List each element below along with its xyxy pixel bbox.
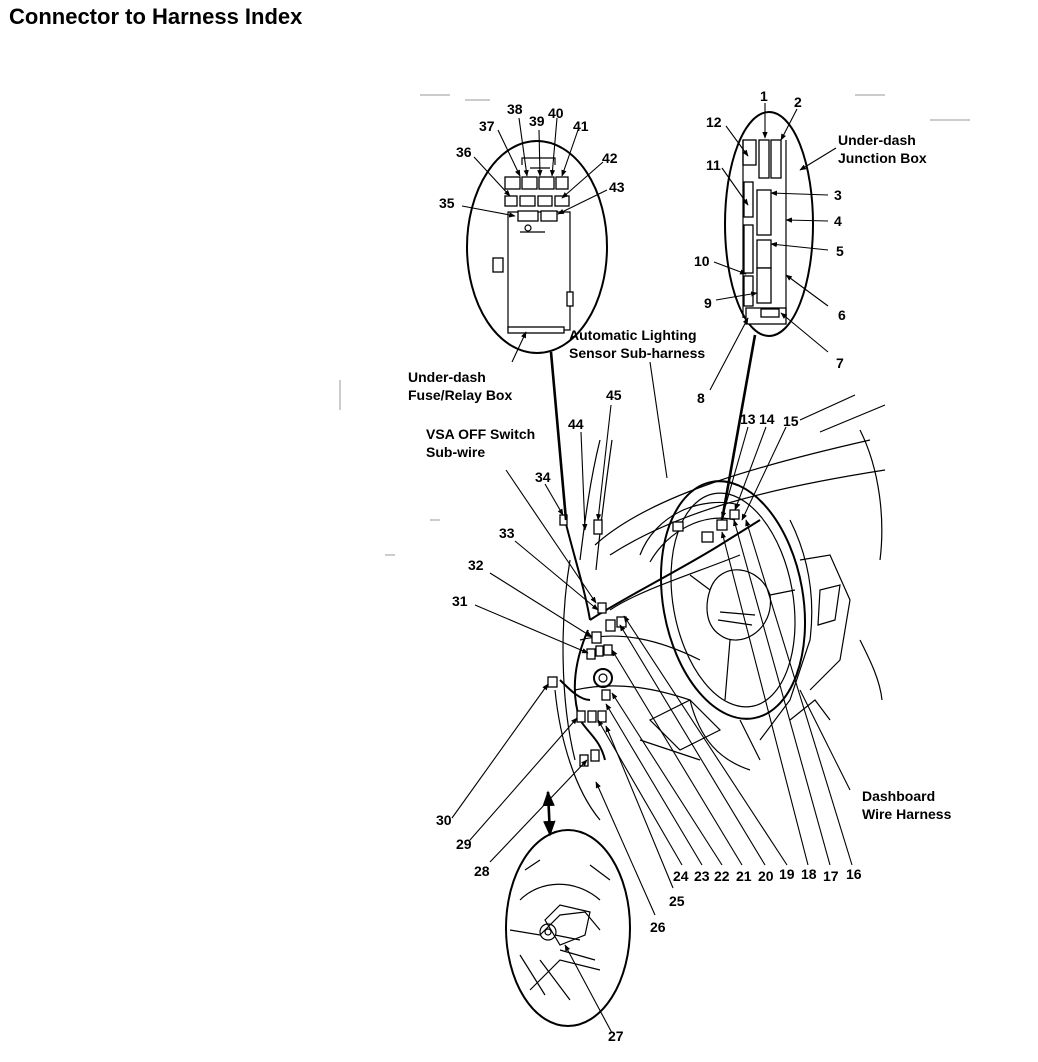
background-artifacts: [339, 94, 970, 556]
label-junction-box-1: Under-dash: [838, 132, 916, 148]
junction-box-detail: [724, 111, 814, 337]
connector-number: 33: [499, 525, 515, 541]
connector-number: 27: [608, 1028, 624, 1044]
label-dashboard-harness-2: Wire Harness: [862, 806, 952, 822]
connector-number: 9: [704, 295, 712, 311]
label-dashboard-harness-1: Dashboard: [862, 788, 935, 804]
dashboard-drawing: [547, 394, 886, 821]
connector-number: 43: [609, 179, 625, 195]
label-vsa-off-2: Sub-wire: [426, 444, 485, 460]
connector-number: 10: [694, 253, 710, 269]
connection-lines: [542, 334, 757, 837]
connector-number: 32: [468, 557, 484, 573]
connector-number: 15: [783, 413, 799, 429]
label-auto-lighting-1: Automatic Lighting: [569, 327, 697, 343]
connector-number: 28: [474, 863, 490, 879]
page-title: Connector to Harness Index: [9, 4, 303, 29]
connector-number: 18: [801, 866, 817, 882]
connector-number: 39: [529, 113, 545, 129]
connector-number: 7: [836, 355, 844, 371]
connector-number: 12: [706, 114, 722, 130]
connector-number: 37: [479, 118, 495, 134]
connector-number: 23: [694, 868, 710, 884]
connector-number: 25: [669, 893, 685, 909]
leader-lines: [451, 103, 853, 1034]
connector-number: 6: [838, 307, 846, 323]
connector-number: 24: [673, 868, 689, 884]
connector-number: 26: [650, 919, 666, 935]
label-fuse-relay-box-1: Under-dash: [408, 369, 486, 385]
label-auto-lighting-2: Sensor Sub-harness: [569, 345, 705, 361]
connector-number: 3: [834, 187, 842, 203]
connector-number: 2: [794, 94, 802, 110]
connector-number: 4: [834, 213, 842, 229]
connector-number: 35: [439, 195, 455, 211]
connector-number: 41: [573, 118, 589, 134]
connector-number: 29: [456, 836, 472, 852]
connector-number: 40: [548, 105, 564, 121]
connector-number: 5: [836, 243, 844, 259]
connector-number: 16: [846, 866, 862, 882]
connector-number: 13: [740, 411, 756, 427]
connector-number: 14: [759, 411, 775, 427]
connector-number: 45: [606, 387, 622, 403]
label-junction-box-2: Junction Box: [838, 150, 927, 166]
label-vsa-off-1: VSA OFF Switch: [426, 426, 535, 442]
connector-number: 1: [760, 88, 768, 104]
connector-number: 38: [507, 101, 523, 117]
connector-number: 21: [736, 868, 752, 884]
connector-number: 31: [452, 593, 468, 609]
connector-number: 42: [602, 150, 618, 166]
connector-number: 19: [779, 866, 795, 882]
connector-numbers: 1 2 3 4 5 6 7 8 9 10 11 12 13 14 15 16 1…: [436, 88, 862, 1044]
connector-number: 44: [568, 416, 584, 432]
connector-number: 36: [456, 144, 472, 160]
connector-number: 17: [823, 868, 839, 884]
connector-number: 11: [706, 157, 721, 173]
connector-number: 20: [758, 868, 774, 884]
callout-labels: Under-dash Junction Box Under-dash Fuse/…: [408, 132, 952, 822]
label-fuse-relay-box-2: Fuse/Relay Box: [408, 387, 512, 403]
fuse-relay-box-detail: [466, 140, 608, 354]
connector-number: 22: [714, 868, 730, 884]
connector-number: 8: [697, 390, 705, 406]
bottom-detail: [505, 829, 631, 1027]
connector-number: 30: [436, 812, 452, 828]
connector-number: 34: [535, 469, 551, 485]
